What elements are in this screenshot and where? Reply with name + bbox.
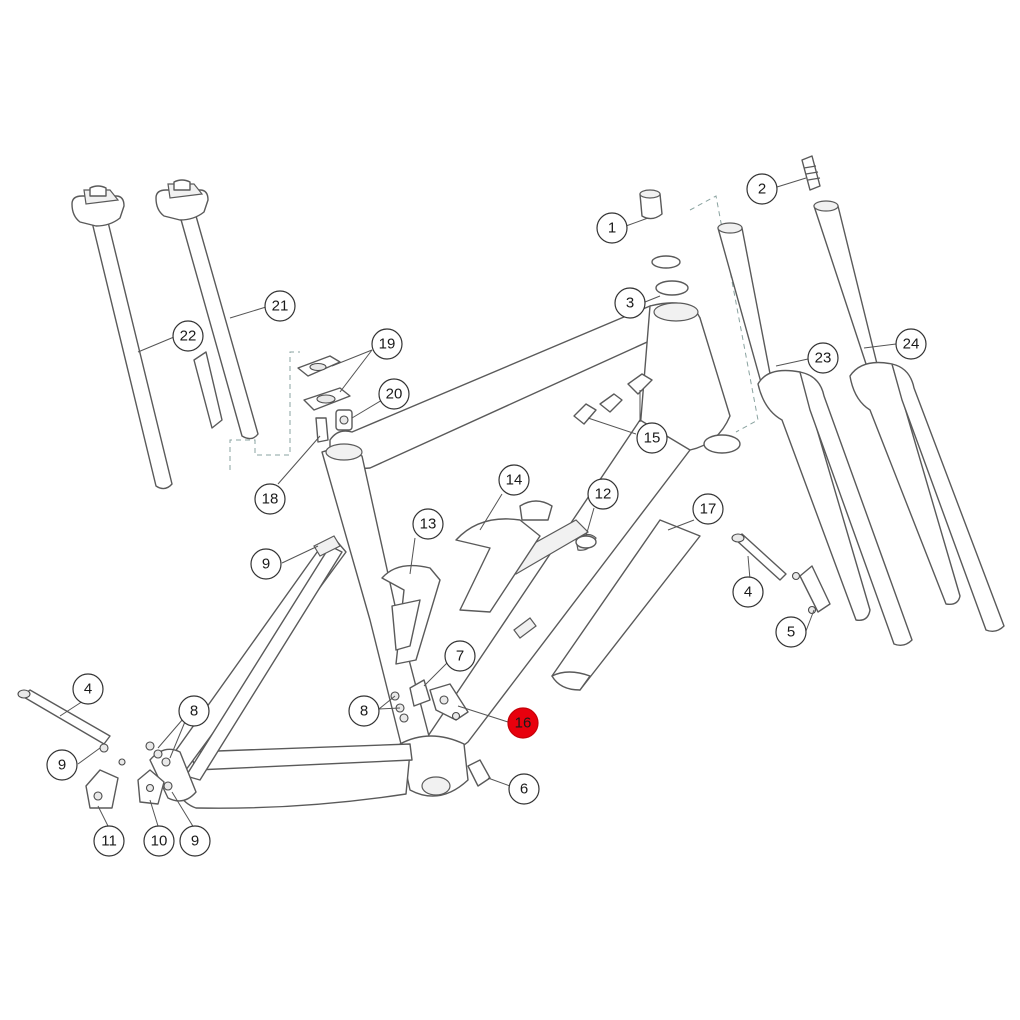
callout-label: 9 xyxy=(58,757,66,774)
callout[interactable]: 9 xyxy=(179,825,211,857)
callout[interactable]: 20 xyxy=(378,378,410,410)
callout-label: 20 xyxy=(386,386,403,403)
callout[interactable]: 22 xyxy=(172,320,204,352)
callout-label: 24 xyxy=(903,336,920,353)
callout-label: 18 xyxy=(262,491,279,508)
callout-label: 12 xyxy=(595,486,612,503)
frame xyxy=(149,302,731,809)
callout[interactable]: 1 xyxy=(596,212,628,244)
callout[interactable]: 23 xyxy=(807,342,839,374)
callout[interactable]: 18 xyxy=(254,483,286,515)
callout[interactable]: 12 xyxy=(587,478,619,510)
callout-label: 17 xyxy=(700,501,717,518)
bottle-cage-13 xyxy=(381,564,441,665)
seat-clamp-covers-19 xyxy=(297,355,351,411)
callout-label: 10 xyxy=(151,833,168,850)
callout[interactable]: 5 xyxy=(775,616,807,648)
callout-label: 7 xyxy=(456,648,464,665)
frame-protector-17 xyxy=(551,519,701,691)
callout-label: 21 xyxy=(272,298,289,315)
callout-highlighted[interactable]: 16 xyxy=(507,707,539,739)
callout[interactable]: 7 xyxy=(444,640,476,672)
callout[interactable]: 14 xyxy=(498,464,530,496)
callout-label: 19 xyxy=(379,336,396,353)
callout-label: 14 xyxy=(506,472,523,489)
callout-label: 4 xyxy=(744,584,752,601)
callout-label: 8 xyxy=(190,703,198,720)
callout-label: 1 xyxy=(608,220,616,237)
clamp-20 xyxy=(335,409,353,431)
callout[interactable]: 9 xyxy=(250,548,282,580)
callout[interactable]: 10 xyxy=(143,825,175,857)
downtube-cover-12 xyxy=(575,535,597,549)
callout-label: 22 xyxy=(180,328,197,345)
callout[interactable]: 8 xyxy=(348,695,380,727)
callout-label: 5 xyxy=(787,624,795,641)
callout-label: 15 xyxy=(644,430,661,447)
bolts-rear xyxy=(99,741,173,791)
callout[interactable]: 3 xyxy=(614,287,646,319)
seatpost-22 xyxy=(71,185,173,490)
callout-label: 2 xyxy=(758,181,766,198)
leader-lines xyxy=(59,177,897,829)
callout-label: 6 xyxy=(520,781,528,798)
fork-23 xyxy=(717,222,913,647)
seatpost-21 xyxy=(155,179,259,440)
callout[interactable]: 8 xyxy=(178,695,210,727)
hanger-10 xyxy=(137,769,165,805)
spacer-bolt-2 xyxy=(801,155,821,191)
callout[interactable]: 19 xyxy=(371,328,403,360)
callout-label: 11 xyxy=(101,833,117,850)
cable-ports-15 xyxy=(573,373,653,425)
callout[interactable]: 11 xyxy=(93,825,125,857)
callout-label: 16 xyxy=(515,715,532,732)
bracket-6 xyxy=(467,759,491,787)
callout-label: 9 xyxy=(191,833,199,850)
callout-label: 13 xyxy=(420,516,437,533)
callout[interactable]: 6 xyxy=(508,773,540,805)
callout[interactable]: 24 xyxy=(895,328,927,360)
callout-label: 3 xyxy=(626,295,634,312)
callout[interactable]: 9 xyxy=(46,749,78,781)
callout-label: 4 xyxy=(84,681,92,698)
callout[interactable]: 15 xyxy=(636,422,668,454)
callout-label: 23 xyxy=(815,350,832,367)
di2-battery-18 xyxy=(193,351,329,470)
callout[interactable]: 21 xyxy=(264,290,296,322)
thru-axle-4-rear xyxy=(17,689,111,745)
callout[interactable]: 2 xyxy=(746,173,778,205)
callout[interactable]: 13 xyxy=(412,508,444,540)
callout-label: 9 xyxy=(262,556,270,573)
fork-24 xyxy=(813,200,1005,633)
bottle-cage-14 xyxy=(455,500,553,613)
callout[interactable]: 17 xyxy=(692,493,724,525)
cable-guide-7 xyxy=(409,679,431,707)
fd-mount-16 xyxy=(429,683,469,721)
thru-axle-4-front xyxy=(731,533,801,581)
callout-label: 8 xyxy=(360,703,368,720)
brake-mount-5 xyxy=(799,565,831,615)
callout[interactable]: 4 xyxy=(72,673,104,705)
headset-parts xyxy=(639,189,759,454)
callout[interactable]: 4 xyxy=(732,576,764,608)
hanger-11 xyxy=(85,769,119,809)
